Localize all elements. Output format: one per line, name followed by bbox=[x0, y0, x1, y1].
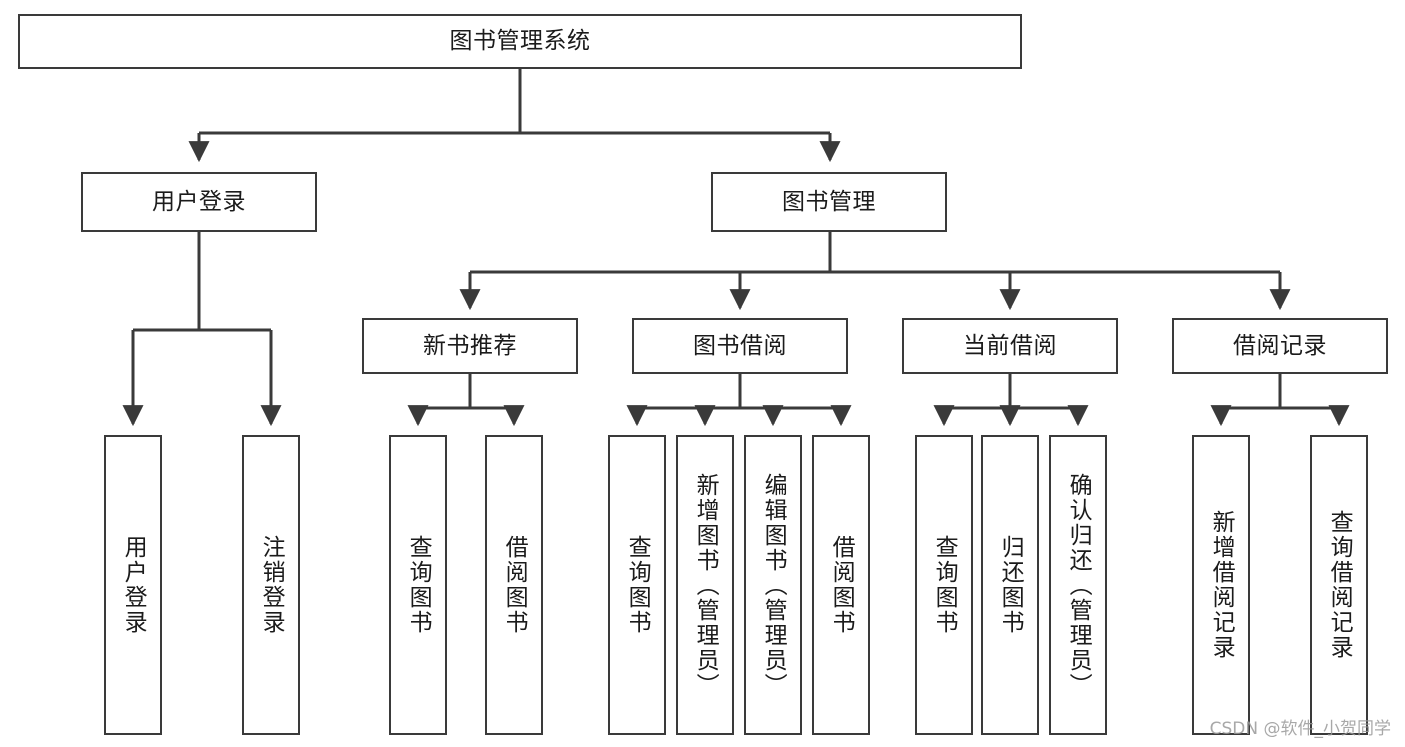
node-label: 查询图书 bbox=[405, 535, 432, 635]
node-label: 编辑图书（管理员） bbox=[760, 472, 787, 698]
node-label: 查询借阅记录 bbox=[1326, 510, 1353, 660]
node-label: 借阅记录 bbox=[1233, 332, 1327, 359]
leaf-record-query-record[interactable]: 查询借阅记录 bbox=[1310, 435, 1368, 735]
leaf-record-add-record[interactable]: 新增借阅记录 bbox=[1192, 435, 1250, 735]
leaf-borrow-query-book[interactable]: 查询图书 bbox=[608, 435, 666, 735]
node-borrow-record[interactable]: 借阅记录 bbox=[1172, 318, 1388, 374]
node-label: 当前借阅 bbox=[963, 332, 1057, 359]
watermark-text: CSDN @软件_小贺同学 bbox=[1209, 719, 1391, 739]
node-label: 确认归还（管理员） bbox=[1065, 472, 1092, 698]
leaf-borrow-add-book-admin[interactable]: 新增图书（管理员） bbox=[676, 435, 734, 735]
node-label: 借阅图书 bbox=[501, 535, 528, 635]
leaf-borrow-edit-book-admin[interactable]: 编辑图书（管理员） bbox=[744, 435, 802, 735]
leaf-borrow-borrow-book[interactable]: 借阅图书 bbox=[812, 435, 870, 735]
leaf-user-login-login[interactable]: 用户登录 bbox=[104, 435, 162, 735]
leaf-user-login-logout[interactable]: 注销登录 bbox=[242, 435, 300, 735]
node-current-borrow[interactable]: 当前借阅 bbox=[902, 318, 1118, 374]
node-label: 图书管理系统 bbox=[449, 28, 591, 55]
node-label: 新书推荐 bbox=[423, 332, 517, 359]
leaf-current-query-book[interactable]: 查询图书 bbox=[915, 435, 973, 735]
node-book-borrow[interactable]: 图书借阅 bbox=[632, 318, 848, 374]
leaf-current-return-book[interactable]: 归还图书 bbox=[981, 435, 1039, 735]
node-label: 用户登录 bbox=[152, 188, 246, 215]
node-root-system[interactable]: 图书管理系统 bbox=[18, 14, 1022, 69]
node-label: 新增借阅记录 bbox=[1208, 510, 1235, 660]
node-label: 新增图书（管理员） bbox=[692, 472, 719, 698]
leaf-recommend-query-book[interactable]: 查询图书 bbox=[389, 435, 447, 735]
node-label: 注销登录 bbox=[258, 535, 285, 635]
node-book-management[interactable]: 图书管理 bbox=[711, 172, 947, 232]
node-label: 查询图书 bbox=[931, 535, 958, 635]
node-label: 图书管理 bbox=[782, 188, 876, 215]
node-new-book-recommend[interactable]: 新书推荐 bbox=[362, 318, 578, 374]
node-label: 查询图书 bbox=[624, 535, 651, 635]
node-user-login[interactable]: 用户登录 bbox=[81, 172, 317, 232]
leaf-current-confirm-return-admin[interactable]: 确认归还（管理员） bbox=[1049, 435, 1107, 735]
node-label: 图书借阅 bbox=[693, 332, 787, 359]
node-label: 用户登录 bbox=[120, 535, 147, 635]
node-label: 归还图书 bbox=[997, 535, 1024, 635]
leaf-recommend-borrow-book[interactable]: 借阅图书 bbox=[485, 435, 543, 735]
node-label: 借阅图书 bbox=[828, 535, 855, 635]
